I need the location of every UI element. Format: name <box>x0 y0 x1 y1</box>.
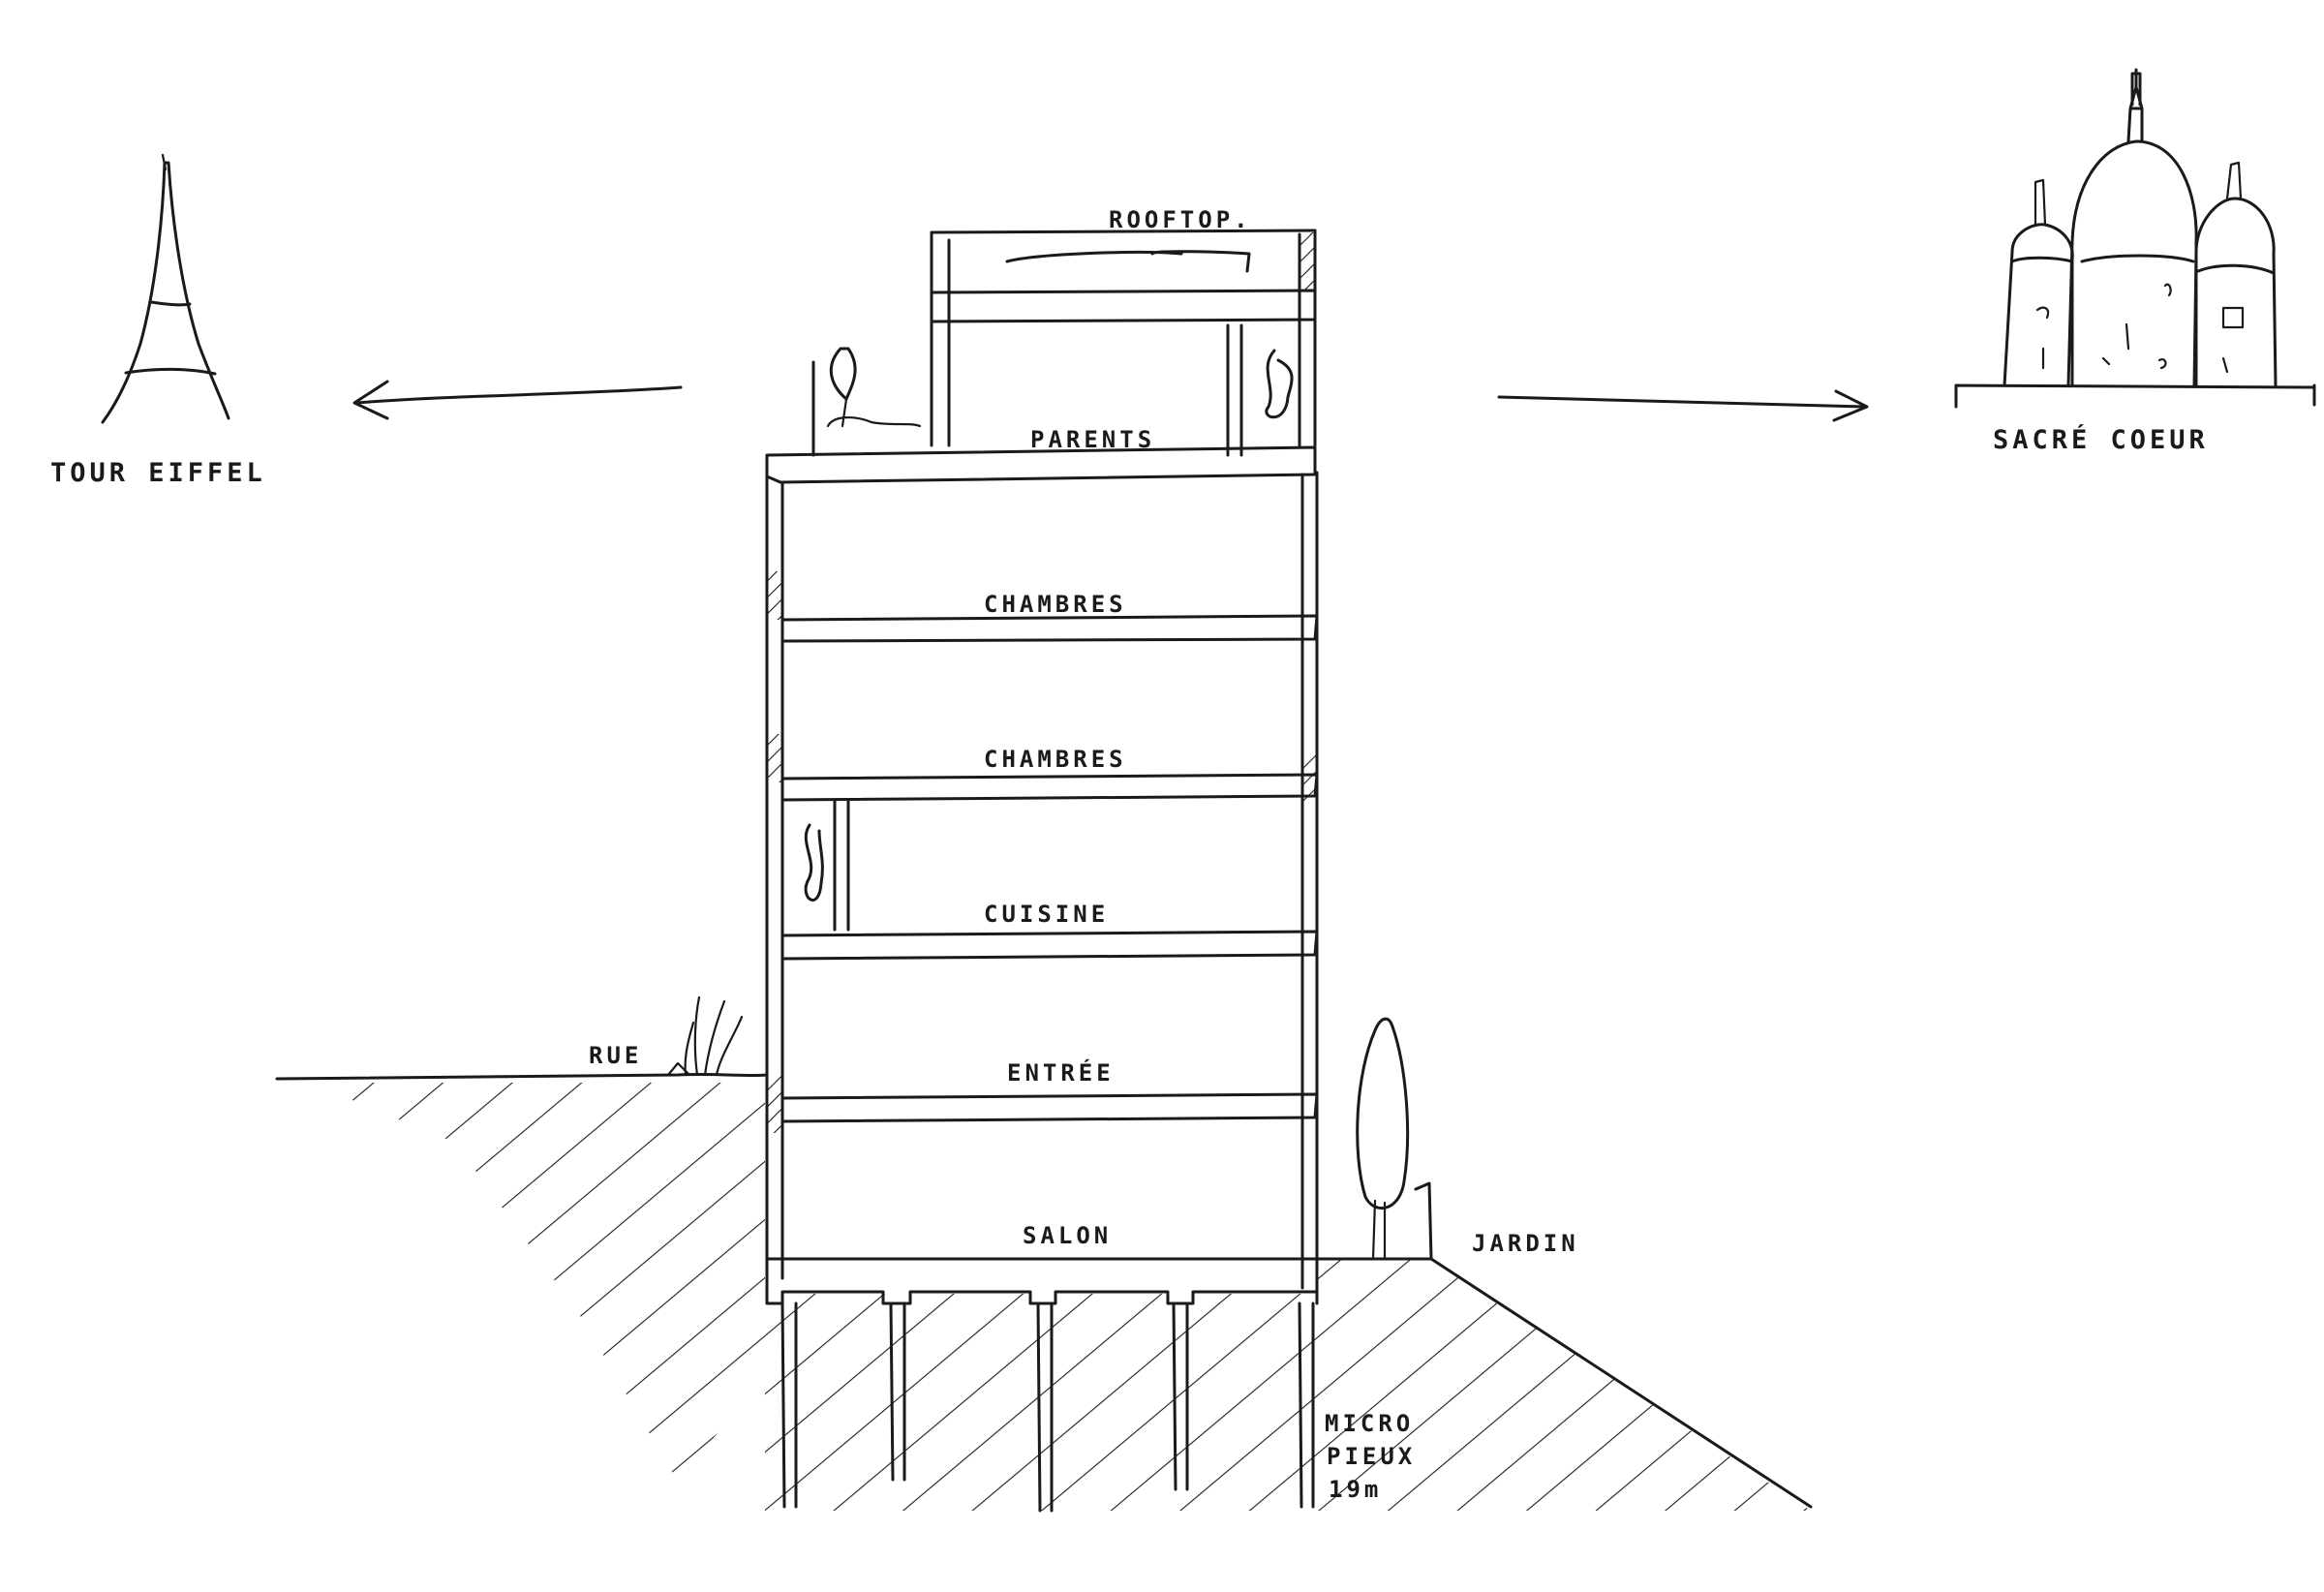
arrow-right-icon <box>1497 389 1869 422</box>
sacre-coeur-sketch <box>1954 68 2316 409</box>
label-chambres-upper: CHAMBRES <box>984 591 1127 618</box>
label-chambres-lower: CHAMBRES <box>984 746 1127 773</box>
label-rooftop: ROOFTOP. <box>1109 206 1252 233</box>
ground <box>275 1072 1813 1513</box>
street-plants <box>666 995 744 1077</box>
label-piles-3: 19m <box>1329 1476 1382 1503</box>
label-salon: SALON <box>1023 1222 1112 1249</box>
eiffel-tower-sketch <box>101 153 230 424</box>
label-parents: PARENTS <box>1030 426 1155 453</box>
label-street: RUE <box>589 1042 642 1069</box>
garden-tree <box>1356 1017 1410 1261</box>
building-section <box>765 229 1319 1305</box>
sacre-coeur-label: SACRÉ COEUR <box>1993 424 2209 455</box>
label-piles-2: PIEUX <box>1327 1443 1416 1470</box>
label-entree: ENTRÉE <box>1007 1058 1115 1087</box>
label-cuisine: CUISINE <box>984 901 1109 928</box>
eiffel-label: TOUR EIFFEL <box>50 458 266 488</box>
label-garden: JARDIN <box>1472 1230 1579 1257</box>
arrow-left-icon <box>352 380 683 420</box>
label-piles-1: MICRO <box>1325 1410 1414 1437</box>
